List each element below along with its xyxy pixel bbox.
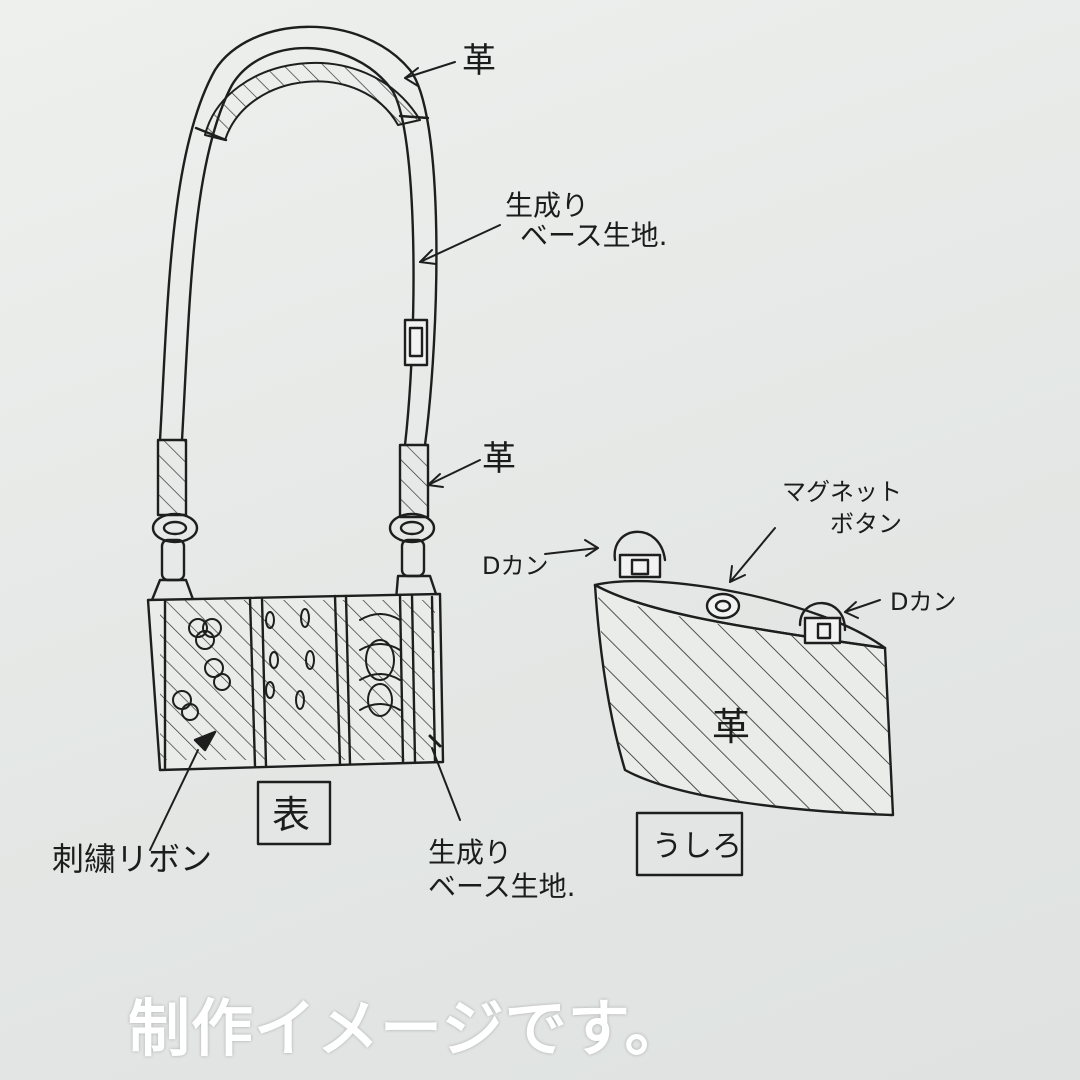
magnet-button-drawing bbox=[705, 592, 741, 620]
note-base-fabric-1: 生成り bbox=[428, 836, 512, 869]
d-ring-right-drawing bbox=[798, 601, 847, 645]
back-label: うしろ bbox=[652, 829, 742, 864]
note-strap-middle-1: 生成り bbox=[505, 189, 589, 222]
annotation-arrows bbox=[149, 61, 881, 851]
front-label-box bbox=[256, 780, 332, 846]
front-hardware-right bbox=[388, 512, 440, 602]
note-strap-lower: 革 bbox=[482, 439, 516, 479]
note-d-ring-right: Dカン bbox=[890, 588, 956, 616]
note-ribbon: 刺繍リボン bbox=[52, 840, 212, 878]
note-magnet-1: マグネット bbox=[782, 478, 902, 506]
front-label: 表 bbox=[272, 793, 310, 837]
leather-tab-left bbox=[156, 438, 188, 517]
note-strap-top: 革 bbox=[462, 41, 496, 81]
caption: 制作イメージです。 bbox=[128, 992, 688, 1065]
front-bag-body bbox=[146, 592, 445, 772]
annotations: 革 生成り ベース生地. 革 刺繍リボン 生成り ベース生地. 表 Dカン マグ… bbox=[52, 41, 956, 903]
leather-tab-right bbox=[398, 443, 430, 519]
note-d-ring-left: Dカン bbox=[482, 552, 548, 580]
front-hardware-left bbox=[148, 512, 199, 607]
note-base-fabric-2: ベース生地. bbox=[428, 870, 576, 903]
d-ring-left-drawing bbox=[613, 530, 667, 579]
back-label-box bbox=[635, 811, 744, 877]
shoulder-strap bbox=[158, 25, 438, 447]
note-magnet-2: ボタン bbox=[830, 510, 902, 538]
note-strap-middle-2: ベース生地. bbox=[520, 219, 668, 252]
back-body-label: 革 bbox=[712, 705, 750, 749]
back-bag-body bbox=[593, 579, 895, 817]
